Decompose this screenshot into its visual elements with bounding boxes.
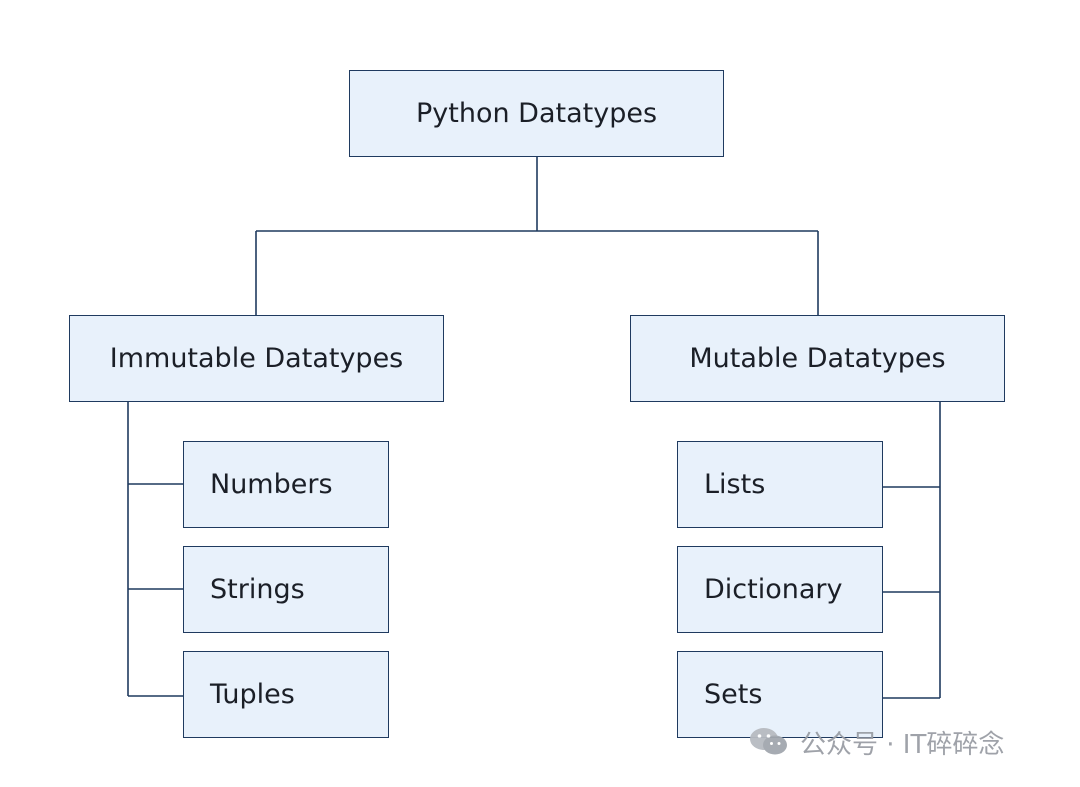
immutable-datatypes-label: Immutable Datatypes bbox=[109, 343, 404, 374]
numbers-label: Numbers bbox=[210, 469, 333, 500]
sets-label: Sets bbox=[704, 679, 763, 710]
watermark-text: 公众号 · IT碎碎念 bbox=[800, 729, 1005, 760]
dictionary-label: Dictionary bbox=[704, 574, 843, 605]
mutable-datatypes-node: Mutable Datatypes bbox=[630, 315, 1005, 402]
lists-node: Lists bbox=[677, 441, 883, 528]
tuples-node: Tuples bbox=[183, 651, 389, 738]
watermark: 公众号 · IT碎碎念 bbox=[748, 722, 1004, 762]
tuples-label: Tuples bbox=[210, 679, 295, 710]
dictionary-node: Dictionary bbox=[677, 546, 883, 633]
root-node: Python Datatypes bbox=[349, 70, 724, 157]
numbers-node: Numbers bbox=[183, 441, 389, 528]
lists-label: Lists bbox=[704, 469, 766, 500]
mutable-datatypes-label: Mutable Datatypes bbox=[689, 343, 946, 374]
immutable-datatypes-node: Immutable Datatypes bbox=[69, 315, 444, 402]
strings-node: Strings bbox=[183, 546, 389, 633]
sets-node: Sets bbox=[677, 651, 883, 738]
strings-label: Strings bbox=[210, 574, 305, 605]
wechat-icon bbox=[750, 728, 787, 755]
root-node-label: Python Datatypes bbox=[415, 98, 658, 129]
